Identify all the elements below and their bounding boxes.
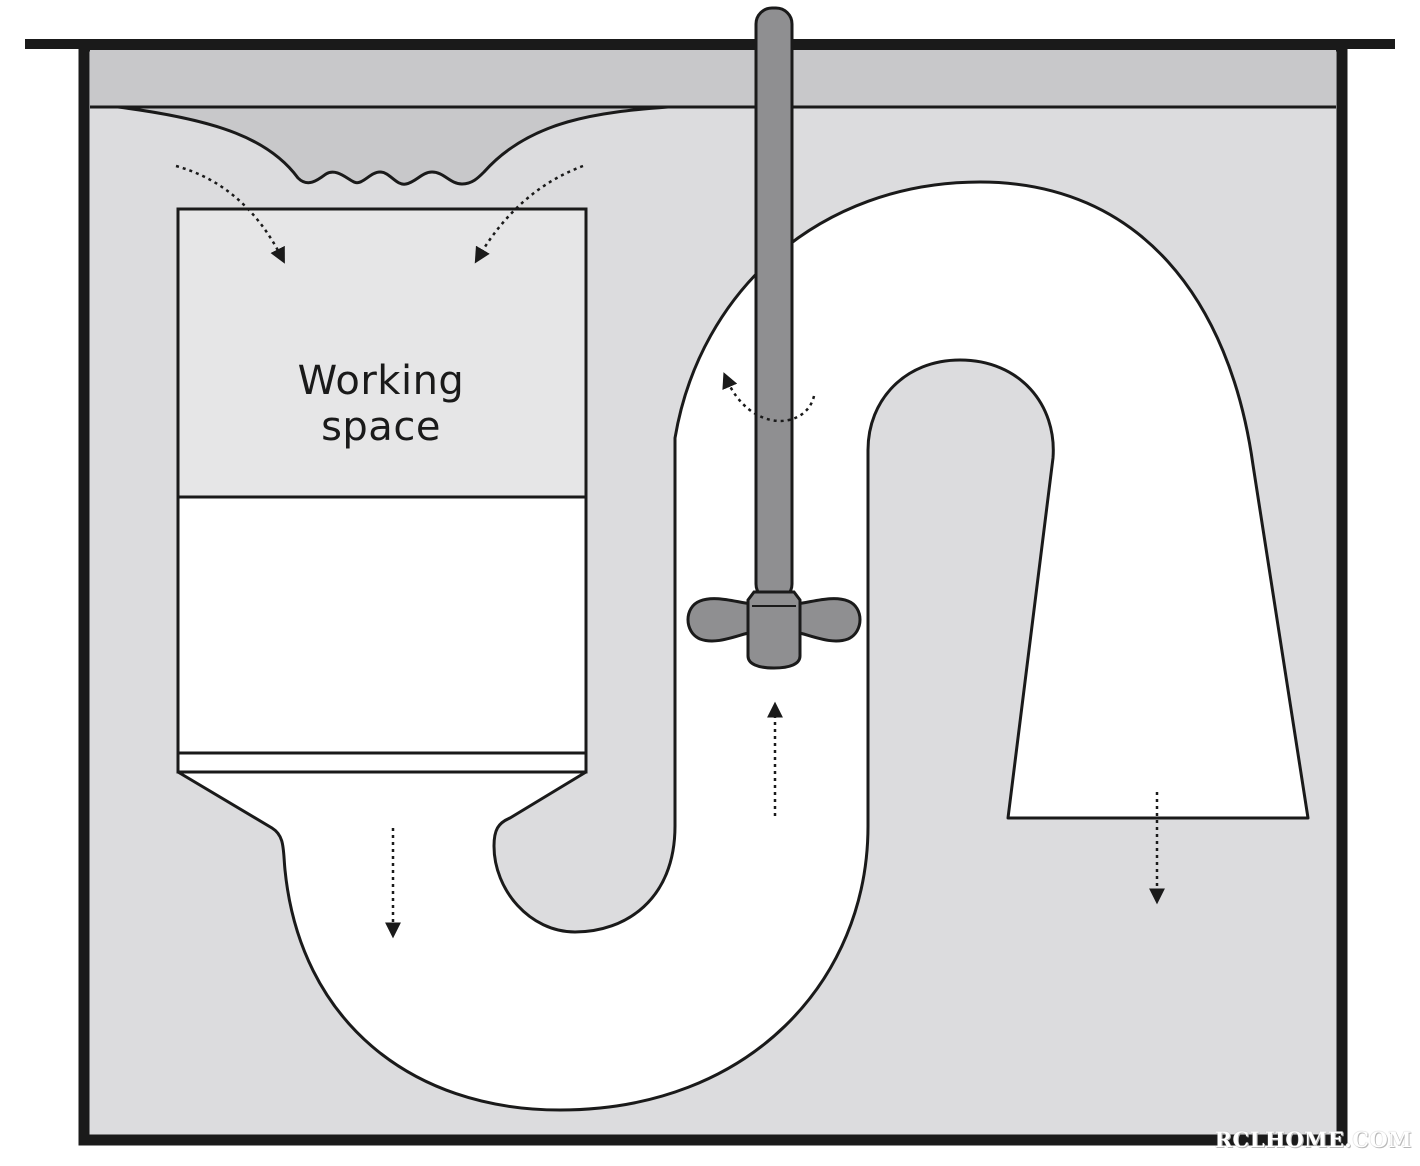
impeller-hub — [746, 590, 802, 670]
agitator-shaft — [754, 6, 794, 602]
surface-vortex — [117, 105, 669, 186]
lower-chamber-box — [176, 495, 588, 755]
draft-tube-duct — [176, 180, 1310, 1112]
flow-arrow-top-left — [175, 164, 285, 264]
chamber-base-plate — [176, 751, 588, 774]
watermark: RCLHOME.COM — [1214, 1127, 1412, 1152]
working-space-label-line1: Working — [297, 358, 465, 404]
flow-arrow-top-right — [474, 164, 584, 264]
rotation-arrow — [722, 372, 816, 423]
working-space-box — [176, 207, 588, 499]
liquid-surface-band — [90, 50, 1336, 107]
impeller-blade-right — [794, 597, 862, 643]
impeller-blade-left — [686, 597, 754, 643]
working-space-label-line2: space — [321, 404, 441, 450]
